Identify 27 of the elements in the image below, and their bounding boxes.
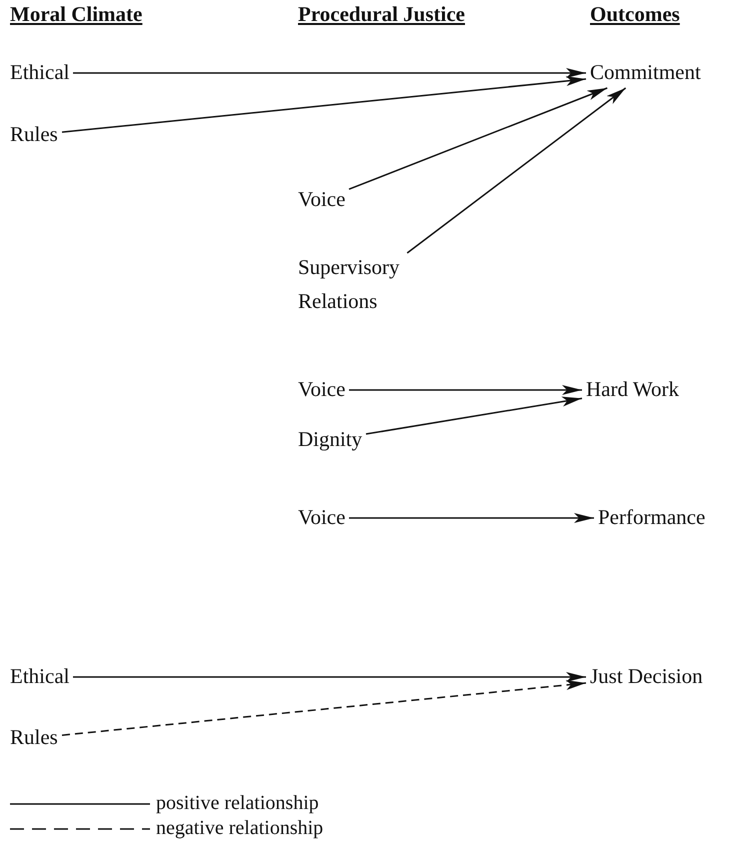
arrow [349, 385, 582, 395]
arrow [73, 68, 586, 78]
node-label: Hard Work [586, 373, 679, 407]
arrow [349, 513, 594, 523]
arrow [348, 87, 608, 190]
arrow [62, 680, 586, 736]
node-label: Voice [298, 183, 346, 217]
column-heading: Moral Climate [10, 2, 142, 27]
node-label: Voice [298, 373, 346, 407]
arrow [62, 76, 586, 133]
node-label: Voice [298, 501, 346, 535]
node-label: Commitment [590, 56, 701, 90]
arrow [73, 672, 586, 682]
legend-label: negative relationship [156, 817, 324, 840]
node-label: Rules [10, 118, 58, 152]
node-label: Dignity [298, 423, 362, 457]
node-label: Supervisory Relations [298, 251, 433, 318]
node-label: Performance [598, 501, 706, 535]
arrow [406, 87, 626, 254]
column-heading: Procedural Justice [298, 2, 465, 27]
node-label: Ethical [10, 56, 70, 90]
column-heading: Outcomes [590, 2, 680, 27]
node-label: Rules [10, 721, 58, 755]
node-label: Just Decision [590, 660, 703, 694]
node-label: Ethical [10, 660, 70, 694]
arrow [366, 396, 582, 435]
legend-label: positive relationship [156, 792, 319, 815]
